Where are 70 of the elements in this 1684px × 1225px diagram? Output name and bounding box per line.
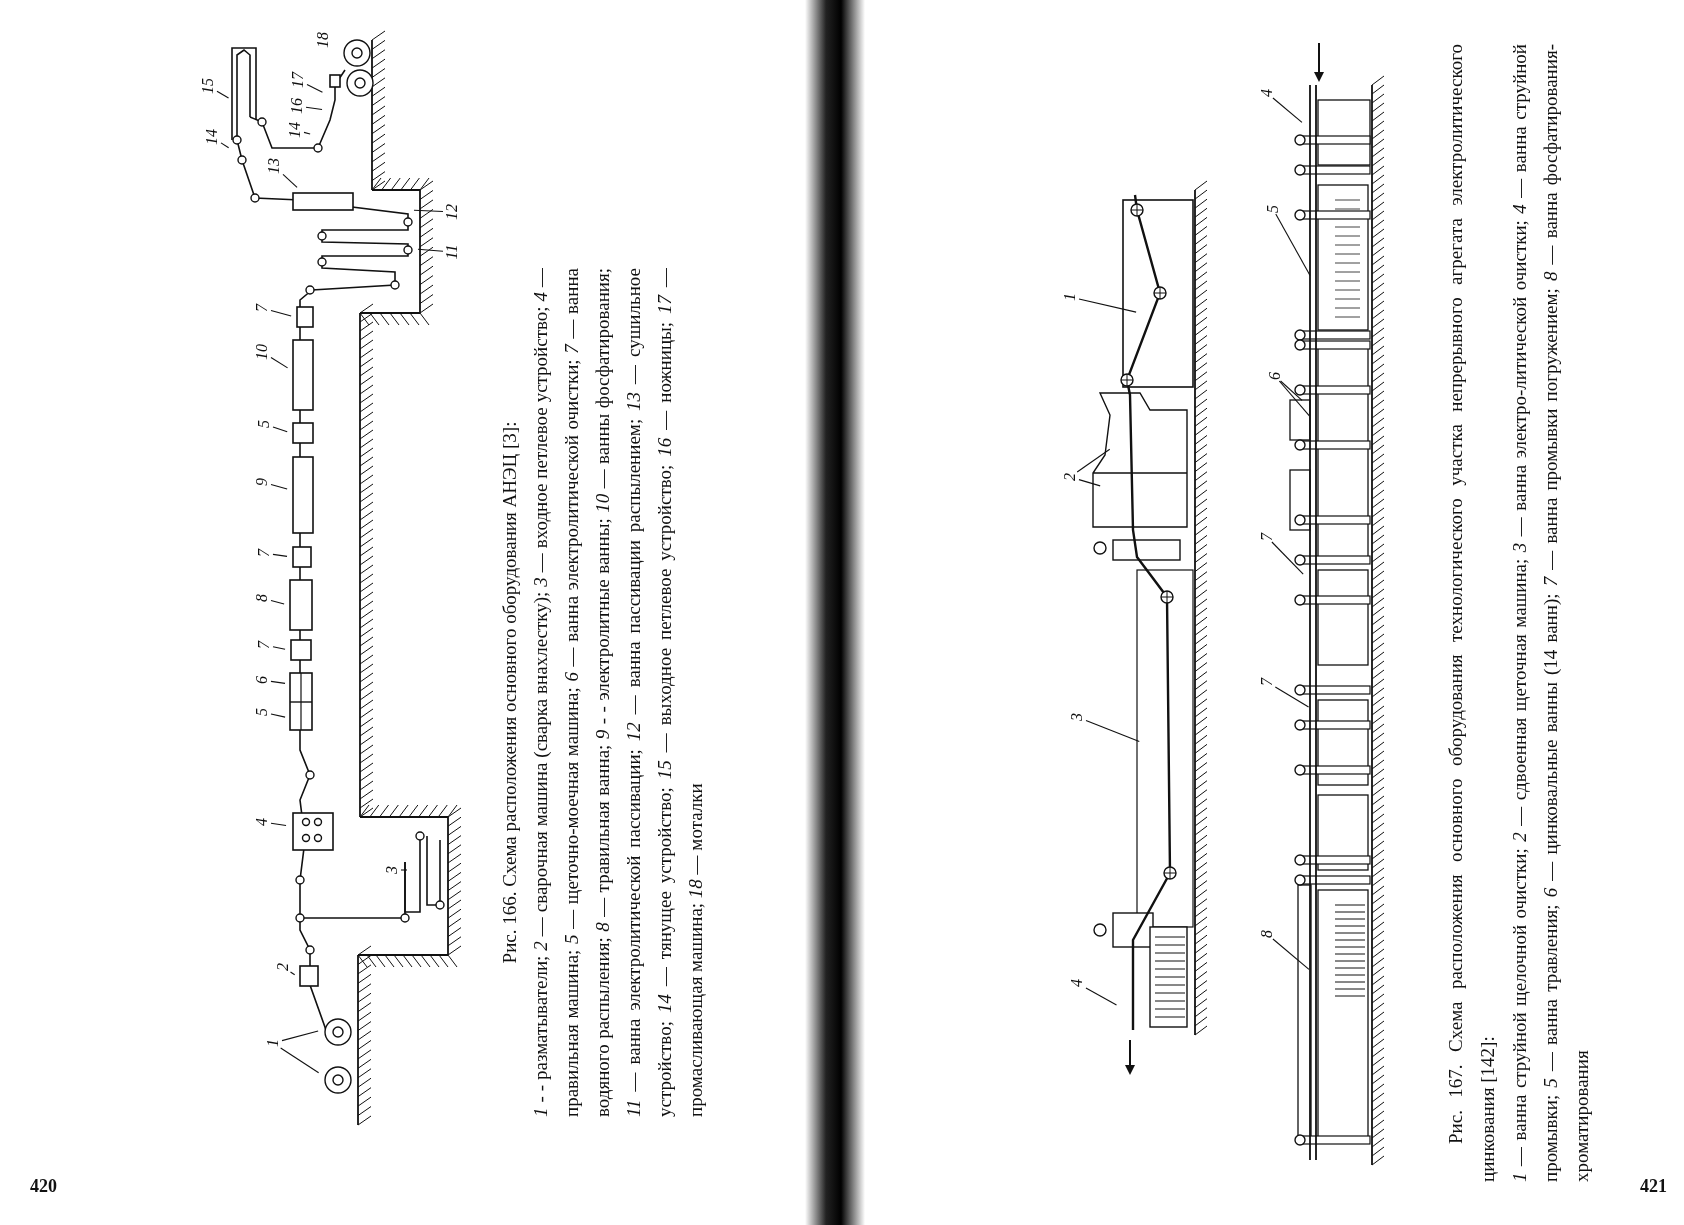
callout-number: 6 bbox=[254, 676, 270, 684]
leader-line bbox=[1280, 380, 1303, 401]
callout-number: 12 bbox=[444, 204, 460, 220]
leader-line bbox=[1272, 97, 1303, 123]
page-number: 421 bbox=[1640, 1176, 1667, 1197]
leader-line bbox=[270, 713, 286, 718]
callout-number: 1 bbox=[265, 1039, 281, 1047]
leader-line bbox=[216, 90, 230, 99]
callout-number: 4 bbox=[254, 818, 270, 826]
callout-number: 7 bbox=[254, 304, 270, 312]
callout-number: 7 bbox=[1259, 678, 1275, 686]
leader-line bbox=[272, 646, 286, 650]
callout-number: 4 bbox=[1259, 89, 1275, 97]
callout-number: 5 bbox=[256, 420, 272, 428]
page-number: 420 bbox=[30, 1176, 57, 1197]
leader-line bbox=[270, 357, 289, 369]
leader-line bbox=[400, 869, 408, 871]
callout-number: 6 bbox=[1267, 372, 1283, 380]
leader-line bbox=[270, 599, 285, 605]
leader-line bbox=[1272, 938, 1310, 970]
leader-line bbox=[272, 426, 288, 433]
callout-number: 9 bbox=[254, 478, 270, 486]
leader-line bbox=[270, 309, 292, 317]
leader-line bbox=[1085, 987, 1118, 1006]
leader-line bbox=[281, 1030, 319, 1042]
leader-line bbox=[303, 131, 311, 135]
callout-number: 8 bbox=[1259, 930, 1275, 938]
figure-caption-title: Рис. 167. Схема расположения основного оборудования технологического участка непрерывного агрегата электролитического цинкования [142]: bbox=[1444, 44, 1499, 1182]
callout-number: 14 bbox=[204, 129, 220, 145]
leader-line bbox=[1085, 720, 1140, 743]
callout-number: 16 bbox=[289, 98, 305, 114]
leader-line bbox=[1271, 541, 1304, 575]
callout-number: 14 bbox=[287, 122, 303, 138]
callout-number: 7 bbox=[256, 549, 272, 557]
leader-line bbox=[305, 106, 323, 110]
callout-number: 4 bbox=[1069, 979, 1085, 987]
callout-number: 2 bbox=[1062, 473, 1078, 481]
leader-line bbox=[289, 971, 296, 976]
callout-number: 5 bbox=[1265, 205, 1281, 213]
callout-number: 2 bbox=[275, 963, 291, 971]
callout-number: 11 bbox=[444, 244, 460, 260]
callout-number: 8 bbox=[254, 594, 270, 602]
callout-number: 3 bbox=[1069, 713, 1085, 721]
leader-line bbox=[413, 209, 444, 213]
callout-number: 10 bbox=[254, 344, 270, 360]
callout-number: 13 bbox=[266, 158, 282, 174]
leader-line bbox=[306, 83, 323, 93]
callout-number: 1 bbox=[1062, 293, 1078, 301]
leader-line bbox=[270, 680, 286, 684]
callout-number: 3 bbox=[384, 866, 400, 874]
figure-caption-title: Рис. 166. Схема расположения основного оборудования АНЭЦ [3]: bbox=[498, 420, 521, 966]
leader-line bbox=[417, 248, 444, 252]
leader-line bbox=[272, 553, 288, 557]
callout-number: 7 bbox=[256, 641, 272, 649]
callout-number: 15 bbox=[200, 78, 216, 94]
leader-line bbox=[220, 142, 230, 149]
leader-line bbox=[1078, 298, 1137, 313]
leader-line bbox=[1076, 448, 1111, 473]
leader-line bbox=[1275, 213, 1311, 277]
callout-number: 7 bbox=[1259, 533, 1275, 541]
leader-line bbox=[1274, 686, 1310, 708]
leader-line bbox=[270, 483, 288, 490]
leader-line bbox=[1278, 380, 1310, 417]
callout-number: 18 bbox=[315, 32, 331, 48]
callout-number: 17 bbox=[290, 72, 306, 88]
leader-line bbox=[280, 1047, 320, 1074]
leader-line bbox=[282, 173, 298, 188]
leader-line bbox=[1078, 479, 1101, 487]
callout-number: 5 bbox=[254, 708, 270, 716]
leader-line bbox=[270, 822, 287, 826]
